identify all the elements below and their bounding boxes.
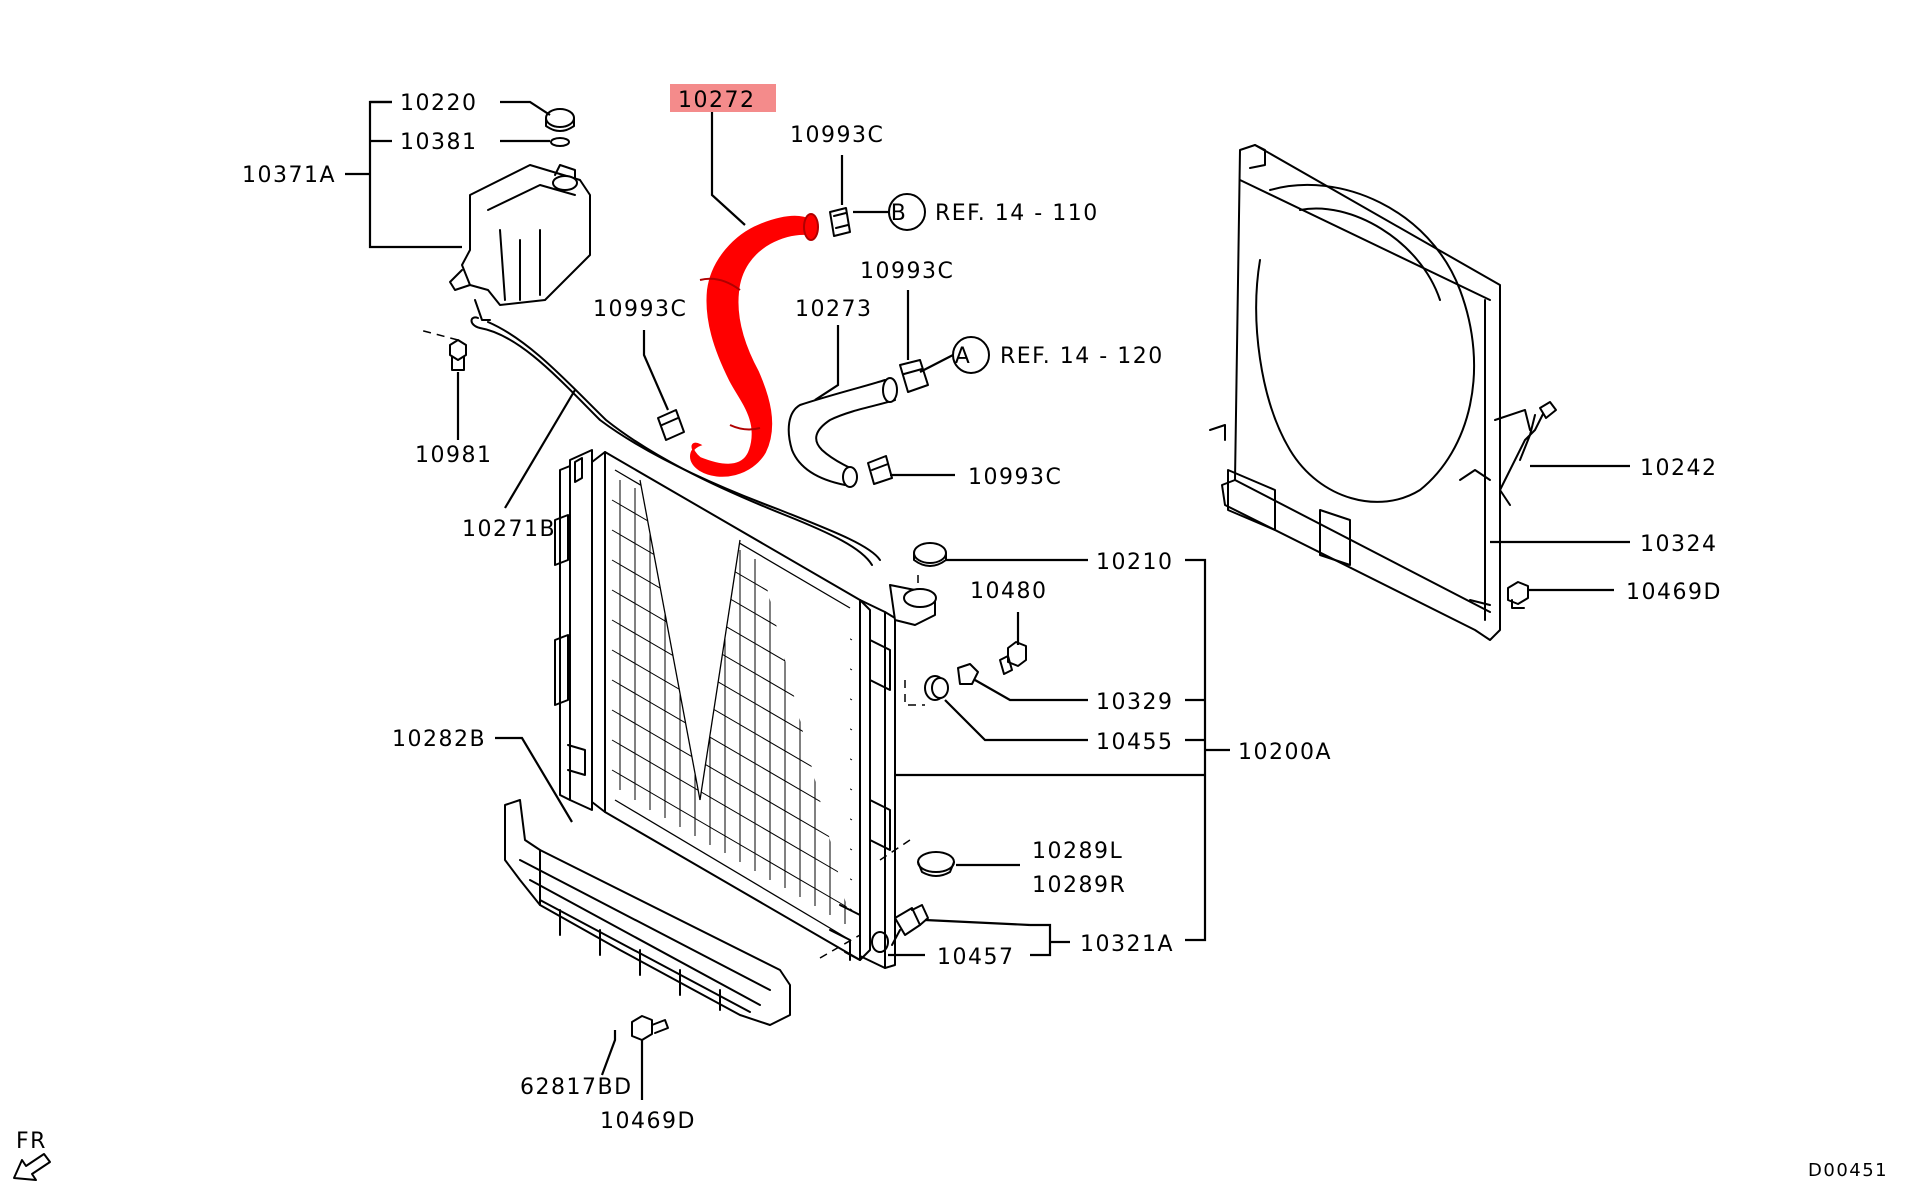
label-10993C-low: 10993C <box>968 465 1062 490</box>
mount-cushion-10289 <box>917 851 955 877</box>
label-10321A: 10321A <box>1080 932 1174 957</box>
fr-label: FR <box>16 1129 47 1154</box>
radiator-assembly <box>554 449 937 969</box>
highlight-10272-bg <box>670 84 776 112</box>
ref-a-marker <box>919 336 990 374</box>
label-10469D-bottom: 10469D <box>600 1109 696 1134</box>
label-10289L: 10289L <box>1032 839 1123 864</box>
fr-arrow-icon <box>13 1153 51 1181</box>
drain-cock-10321A <box>891 904 929 946</box>
label-10993C-left: 10993C <box>593 297 687 322</box>
ref-b-text: REF. 14 - 110 <box>935 201 1099 226</box>
tank-bolt <box>449 339 467 371</box>
gasket-10457 <box>871 931 889 953</box>
label-10381: 10381 <box>400 130 478 155</box>
reserve-tank <box>449 164 591 321</box>
bolt-10469D-bottom <box>631 1015 669 1041</box>
label-10457: 10457 <box>937 945 1015 970</box>
drain-bolt-10480 <box>999 641 1027 675</box>
ref-a-letter: A <box>955 344 972 369</box>
hose-clamp-low <box>867 455 893 485</box>
plug-10329 <box>957 663 979 685</box>
label-10469D-right: 10469D <box>1626 580 1722 605</box>
label-10273: 10273 <box>795 297 873 322</box>
label-10200A: 10200A <box>1238 740 1332 765</box>
label-10455: 10455 <box>1096 730 1174 755</box>
label-10480: 10480 <box>970 579 1048 604</box>
hose-clamp-top <box>829 207 851 237</box>
label-10282B: 10282B <box>392 727 486 752</box>
label-10324: 10324 <box>1640 532 1718 557</box>
radiator-cap <box>913 542 947 567</box>
bolt-10469D-right <box>1507 581 1529 609</box>
fan-shroud-10324 <box>1209 144 1557 641</box>
label-10220: 10220 <box>400 91 478 116</box>
front-direction-indicator: FR <box>13 1129 51 1181</box>
label-62817BD: 62817BD <box>520 1075 633 1100</box>
leader-lines <box>345 100 1630 1100</box>
diagram-code: D00451 <box>1808 1160 1888 1181</box>
label-10271B: 10271B <box>462 517 556 542</box>
label-10371A: 10371A <box>242 163 336 188</box>
hose-clamp-left <box>657 409 685 441</box>
ref-a-text: REF. 14 - 120 <box>1000 344 1164 369</box>
grommet-10455 <box>924 675 949 701</box>
hose-clamp-mid <box>899 359 929 393</box>
lower-shroud-10282B <box>504 799 791 1026</box>
reserve-tank-cap <box>545 108 575 132</box>
label-10242: 10242 <box>1640 456 1718 481</box>
ref-b-letter: B <box>891 201 908 226</box>
o-ring <box>550 137 570 147</box>
label-10210: 10210 <box>1096 550 1174 575</box>
lower-radiator-hose-10273 <box>787 377 898 488</box>
overflow-hose <box>470 316 881 561</box>
label-10329: 10329 <box>1096 690 1174 715</box>
label-10289R: 10289R <box>1032 873 1126 898</box>
upper-radiator-hose-10272 <box>690 213 819 477</box>
label-10993C-top: 10993C <box>790 123 884 148</box>
ref-b-marker <box>853 193 926 231</box>
label-10993C-mid: 10993C <box>860 259 954 284</box>
part-labels: 10220 10381 10371A 10272 10993C B REF. 1… <box>242 84 1722 1134</box>
label-10272: 10272 <box>678 88 756 113</box>
label-10981: 10981 <box>415 443 493 468</box>
